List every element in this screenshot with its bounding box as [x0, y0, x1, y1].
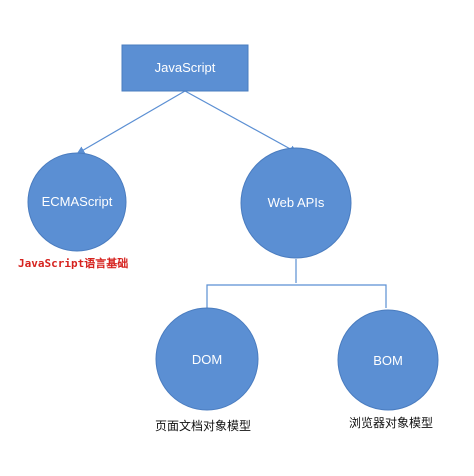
node-ecmascript-label: ECMAScript — [42, 194, 113, 209]
caption-bom: 浏览器对象模型 — [349, 415, 433, 430]
node-javascript-label: JavaScript — [155, 60, 216, 75]
node-dom-label: DOM — [192, 352, 222, 367]
node-bom-label: BOM — [373, 353, 403, 368]
node-dom[interactable]: DOM — [155, 307, 259, 411]
node-bom[interactable]: BOM — [337, 309, 439, 411]
node-javascript[interactable]: JavaScript — [121, 44, 249, 92]
node-ecmascript[interactable]: ECMAScript — [27, 152, 127, 252]
node-webapis[interactable]: Web APIs — [240, 147, 352, 259]
caption-ecmascript: JavaScript语言基础 — [18, 256, 128, 270]
connector-webapis-children — [206, 259, 387, 308]
connector-root-webapis — [184, 90, 298, 153]
connector-root-ecmascript — [76, 90, 186, 155]
caption-dom: 页面文档对象模型 — [155, 418, 251, 433]
node-webapis-label: Web APIs — [268, 195, 325, 210]
